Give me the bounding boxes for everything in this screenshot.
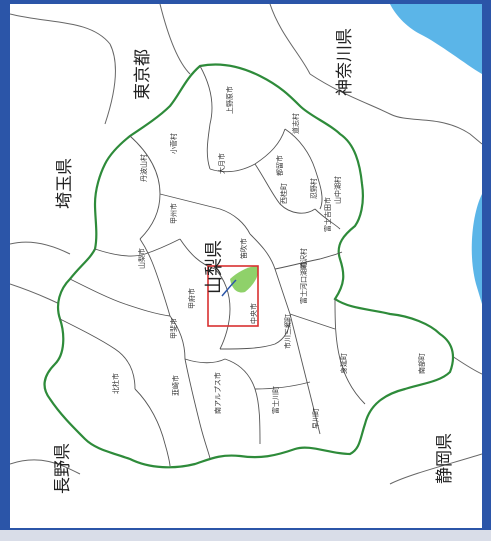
municipality-label-narusawa: 鳴沢村 [299,248,308,269]
municipality-label-koshu: 甲州市 [169,203,178,224]
municipality-label-kai: 甲斐市 [169,318,178,339]
municipality-label-minamialps: 南アルプス市 [213,372,222,414]
municipality-label-minobu: 身延町 [339,353,348,374]
municipality-label-uenohara: 上野原市 [225,86,234,114]
map-frame: 東京都 神奈川県 埼玉県 山梨県 長野県 静岡県 上野原市丹波山村 小菅村大月市 道… [10,4,482,528]
municipality-label-fujikawa: 富士川町 [271,386,280,414]
municipality-label-tsuru: 都留市 [275,155,284,176]
bottom-strip [0,530,491,541]
municipality-label-yamanashi-city: 山梨市 [137,248,146,269]
municipality-labels: 上野原市丹波山村小菅村大月市道志村都留市忍野村山中湖村西桂町富士吉田市鳴沢村富士… [111,86,426,429]
label-tokyo: 東京都 [133,49,153,100]
label-nagano: 長野県 [53,443,73,494]
municipality-label-nishikatsura: 西桂町 [279,183,288,204]
municipality-label-fujiyoshida: 富士吉田市 [323,197,332,232]
municipality-label-nanbu: 南部町 [417,353,426,374]
municipality-label-fuefuki: 笛吹市 [239,238,248,259]
highlight-route [221,279,237,297]
municipality-label-chuo: 中央市 [249,303,258,324]
municipality-label-tabayama: 丹波山村 [139,154,148,182]
municipality-label-hokuto: 北杜市 [111,373,120,394]
municipality-label-yamanakako: 山中湖村 [333,176,342,204]
municipality-label-ichikawamisato: 市川三郷町 [283,314,292,349]
label-yamanashi: 山梨県 [204,240,225,294]
municipality-label-kofu: 甲府市 [187,288,196,309]
selection-rectangle [207,265,259,327]
municipality-label-hayakawa: 早川町 [312,408,320,429]
label-kanagawa: 神奈川県 [335,28,355,96]
municipality-label-nirasaki: 韮崎市 [171,375,180,396]
municipal-boundaries [59,65,366,467]
municipality-label-oshino: 忍野村 [309,178,318,199]
label-shizuoka: 静岡県 [435,433,455,484]
municipality-label-kosuge: 小菅村 [169,133,178,154]
highlighted-area [230,266,259,293]
municipality-label-doshi: 道志村 [291,113,300,134]
sea-area-right [471,194,482,304]
municipality-label-otsuki: 大月市 [217,153,226,174]
label-saitama: 埼玉県 [55,158,75,209]
sea-area-top [390,4,482,74]
municipality-label-fujikawaguchiko: 富士河口湖町 [299,262,308,304]
